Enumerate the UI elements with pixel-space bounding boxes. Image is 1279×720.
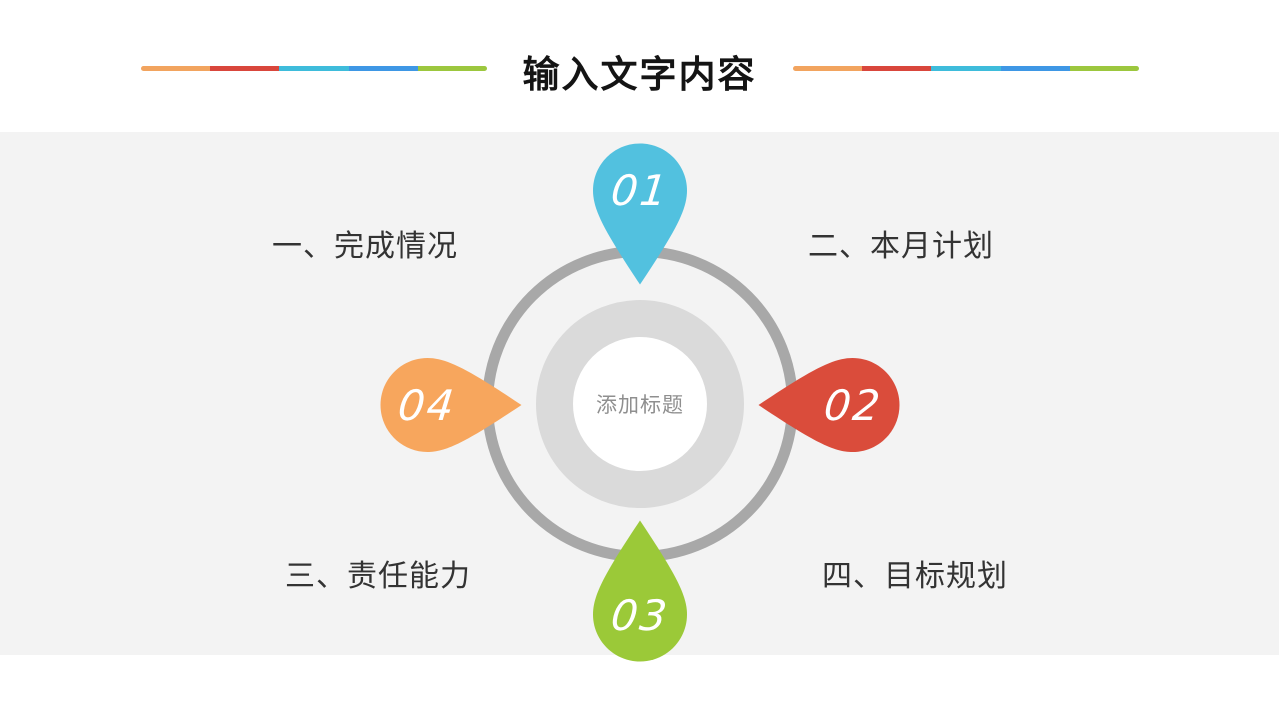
section-label-3: 三、责任能力 xyxy=(285,560,471,593)
pin-number-04: 04 xyxy=(395,380,459,430)
title-divider-right xyxy=(793,66,1139,71)
divider-segment xyxy=(141,66,211,71)
divider-segment xyxy=(793,66,863,71)
section-label-2: 二、本月计划 xyxy=(808,230,994,263)
slide-title: 输入文字内容 xyxy=(522,54,757,95)
pin-number-02: 02 xyxy=(821,380,885,430)
divider-segment xyxy=(348,66,418,71)
divider-segment xyxy=(279,66,349,71)
section-label-1: 一、完成情况 xyxy=(272,230,458,263)
map-pin-04-icon xyxy=(380,358,522,452)
divider-segment xyxy=(1069,66,1139,71)
divider-segment xyxy=(862,66,932,71)
divider-segment xyxy=(931,66,1001,71)
map-pin-01-icon xyxy=(593,143,687,285)
map-pin-02-icon xyxy=(758,358,900,452)
title-divider-left xyxy=(141,66,487,71)
center-title-box: 添加标题 xyxy=(540,300,740,508)
section-label-4: 四、目标规划 xyxy=(822,560,1008,593)
pin-number-03: 03 xyxy=(608,590,672,640)
divider-segment xyxy=(1000,66,1070,71)
divider-segment xyxy=(210,66,280,71)
divider-segment xyxy=(417,66,487,71)
map-pin-03-icon xyxy=(593,520,687,662)
pin-number-01: 01 xyxy=(608,165,672,215)
center-title-placeholder: 添加标题 xyxy=(596,394,684,417)
